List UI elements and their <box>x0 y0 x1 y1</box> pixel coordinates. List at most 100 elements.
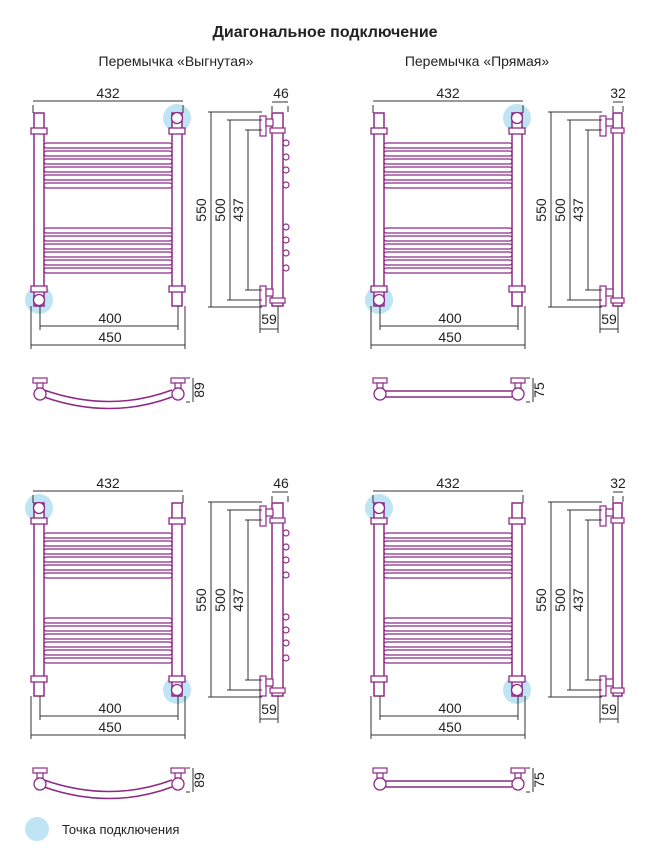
union-nut <box>370 675 388 683</box>
crossbar <box>383 182 513 189</box>
column-subtitle-straight: Перемычка «Прямая» <box>405 53 550 69</box>
connection-point-legend-icon <box>25 817 49 841</box>
dim-height-label: 550 <box>193 198 209 222</box>
side-crossbar <box>282 223 290 231</box>
crossbar <box>383 227 513 234</box>
connection-cap <box>372 501 386 515</box>
connection-cap <box>510 683 524 697</box>
top-view-curved-pipe <box>43 779 173 793</box>
column-subtitle-curved: Перемычка «Выгнутая» <box>99 53 254 69</box>
dim-width-top-label: 432 <box>96 475 120 491</box>
crossbar <box>383 235 513 242</box>
crossbar <box>383 243 513 250</box>
dim-top-view-label: 75 <box>531 772 547 788</box>
crossbar <box>383 625 513 632</box>
right-riser-pipe <box>511 502 523 697</box>
dim-top-view-label: 75 <box>531 382 547 398</box>
side-valve <box>265 508 274 517</box>
dim-depth-label: 46 <box>273 475 289 491</box>
top-view-riser <box>171 777 185 791</box>
crossbar <box>43 166 173 173</box>
side-wall-bracket <box>599 675 607 697</box>
dim-offset-label: 59 <box>261 701 277 717</box>
dim-height-label: 550 <box>533 198 549 222</box>
side-wall-bracket <box>599 505 607 527</box>
crossbar <box>43 243 173 250</box>
crossbar <box>43 259 173 266</box>
dim-center-label: 500 <box>212 198 228 222</box>
top-view-bracket <box>170 767 186 774</box>
dim-axis-label: 400 <box>438 310 462 326</box>
crossbar <box>383 532 513 539</box>
crossbar <box>43 572 173 579</box>
crossbar <box>43 625 173 632</box>
crossbar <box>43 540 173 547</box>
top-view-riser <box>373 777 387 791</box>
side-crossbar <box>282 626 290 634</box>
crossbar <box>43 182 173 189</box>
dim-offset-label: 59 <box>261 311 277 327</box>
right-riser-pipe <box>511 112 523 307</box>
top-view-bracket <box>32 767 48 774</box>
union-nut <box>370 285 388 293</box>
side-crossbar <box>282 556 290 564</box>
top-view-bracket <box>510 767 526 774</box>
dim-axis-label: 400 <box>98 310 122 326</box>
crossbar <box>383 251 513 258</box>
side-riser-pipe <box>612 502 623 697</box>
union-nut <box>168 285 186 293</box>
crossbar <box>383 617 513 624</box>
crossbar <box>43 617 173 624</box>
crossbar <box>43 235 173 242</box>
dim-axis-label: 400 <box>98 700 122 716</box>
top-view-curved-pipe <box>43 389 173 403</box>
crossbar <box>383 649 513 656</box>
dim-depth-label: 46 <box>273 85 289 101</box>
side-crossbar <box>282 613 290 621</box>
side-nut <box>269 297 286 304</box>
side-nut <box>269 687 286 694</box>
dim-top-view-label: 89 <box>191 772 207 788</box>
side-crossbar <box>282 543 290 551</box>
union-nut <box>508 517 526 525</box>
diagram-title: Диагональное подключение <box>212 24 437 41</box>
connection-cap <box>170 683 184 697</box>
top-view-riser <box>511 777 525 791</box>
side-riser-pipe <box>271 502 284 697</box>
side-crossbar <box>282 571 290 579</box>
crossbar <box>43 150 173 157</box>
crossbar <box>43 158 173 165</box>
union-nut <box>508 127 526 135</box>
top-view-valve <box>174 382 182 389</box>
union-nut <box>370 517 388 525</box>
crossbar <box>43 556 173 563</box>
top-view-valve <box>36 382 44 389</box>
dim-top-view-label: 89 <box>191 382 207 398</box>
side-crossbar <box>282 654 290 662</box>
union-nut <box>30 127 48 135</box>
left-riser-pipe <box>33 112 45 307</box>
dim-width-top-label: 432 <box>96 85 120 101</box>
top-view-valve <box>174 772 182 779</box>
dim-inner-label: 437 <box>230 198 246 222</box>
top-view-valve <box>514 772 522 779</box>
side-crossbar <box>282 139 290 147</box>
union-nut <box>508 675 526 683</box>
side-valve <box>265 288 274 297</box>
crossbar <box>383 259 513 266</box>
side-wall-bracket <box>259 505 267 527</box>
side-wall-bracket <box>259 115 267 137</box>
top-view-riser <box>33 387 47 401</box>
dim-inner-label: 437 <box>570 588 586 612</box>
crossbar <box>383 657 513 664</box>
side-valve <box>605 118 614 127</box>
union-nut <box>30 675 48 683</box>
top-view-riser <box>171 387 185 401</box>
dim-width-top-label: 432 <box>436 85 460 101</box>
crossbar <box>383 548 513 555</box>
